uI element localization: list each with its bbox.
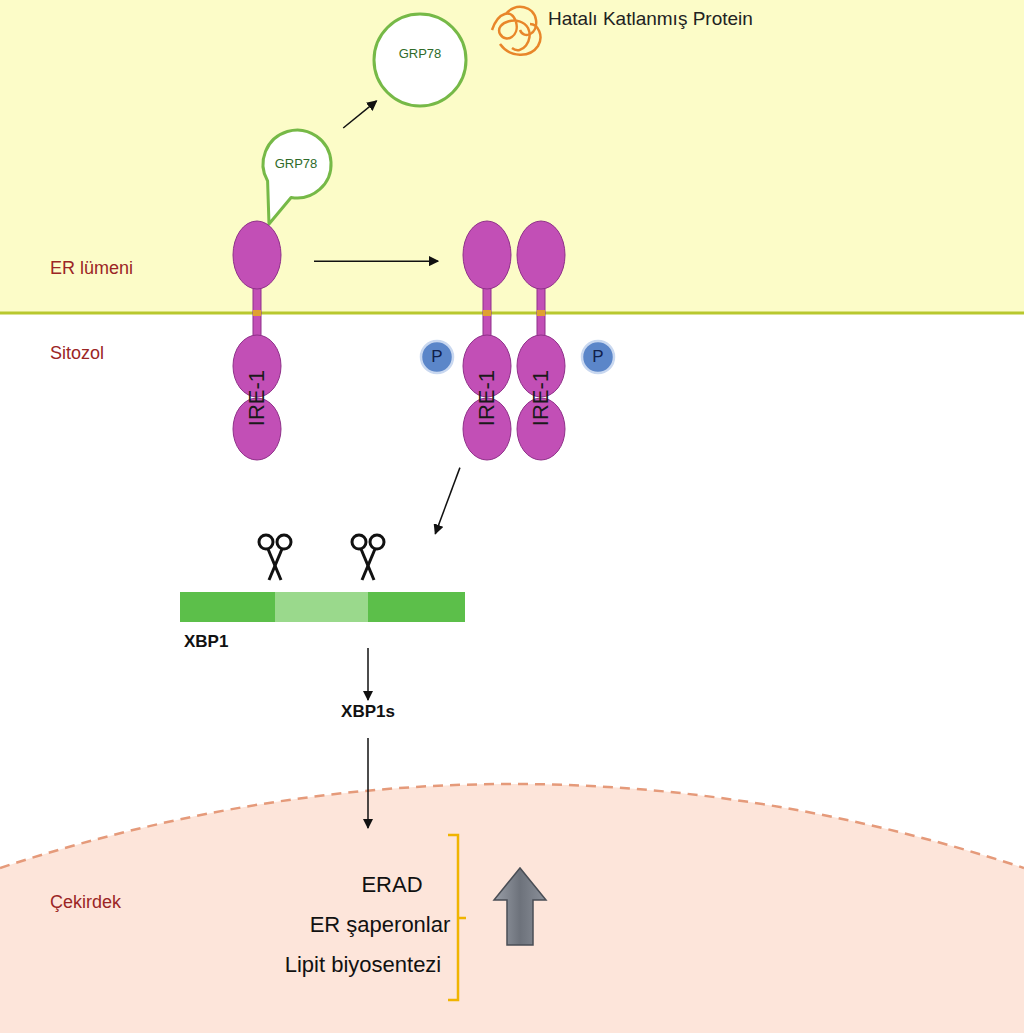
phosphate-circle: P [580, 339, 616, 375]
arrow-connector [435, 468, 460, 534]
compartment-label: ER lümeni [50, 258, 133, 279]
chaperone-bound-outline [255, 128, 337, 228]
protein-label: XBP1s [341, 702, 395, 722]
compartment-label: Sitozol [50, 343, 104, 364]
phosphate-circle: P [419, 339, 455, 375]
receptor-protein: IRE-1 [462, 220, 512, 462]
nucleus-region [0, 784, 1024, 1033]
arrow [367, 738, 369, 828]
bracket [448, 835, 466, 1000]
chaperone-bound: GRP78 [255, 128, 337, 228]
receptor-protein: IRE-1 [516, 220, 566, 462]
protein-label: IRE-1 [244, 370, 270, 426]
scissors-symbol [259, 535, 384, 580]
misfolded-protein [492, 7, 540, 55]
arrow [367, 648, 369, 700]
compartment-label: Çekirdek [50, 892, 121, 913]
mrna-label: XBP1 [184, 632, 228, 652]
nuclear-envelope [0, 784, 1024, 868]
phosphate-label: P [431, 347, 442, 367]
upregulation-arrow [494, 868, 546, 945]
mrna-bar-outline [180, 592, 465, 622]
pathway-item: Lipit biyosentezi [285, 952, 442, 978]
protein-label: IRE-1 [474, 370, 500, 426]
er-membrane [0, 312, 1024, 315]
protein-label: GRP78 [372, 46, 468, 61]
pathway-item: ER şaperonlar [310, 912, 451, 938]
protein-label: IRE-1 [528, 370, 554, 426]
pathway-item: ERAD [361, 872, 422, 898]
receptor-protein: IRE-1 [232, 220, 282, 462]
er-lumen-region [0, 0, 1024, 313]
protein-label: Hatalı Katlanmış Protein [548, 8, 753, 30]
phosphate-label: P [592, 347, 603, 367]
mrna-bar: XBP1 [180, 592, 465, 622]
chaperone-circle: GRP78 [372, 12, 468, 108]
arrow-connector [314, 260, 438, 262]
protein-label: GRP78 [255, 156, 337, 171]
arrow-connector [343, 101, 376, 128]
